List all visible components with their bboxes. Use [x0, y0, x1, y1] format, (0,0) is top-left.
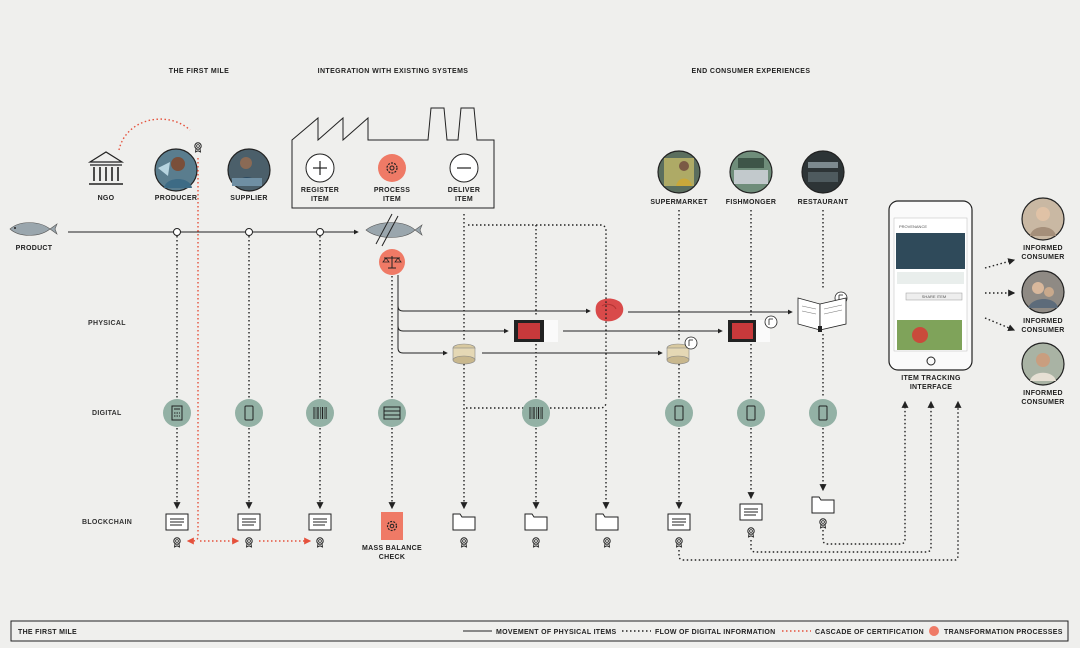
- register-plus-icon: [305, 153, 335, 183]
- restaurant-label: RESTAURANT: [798, 199, 849, 206]
- legend-transformation: TRANSFORMATION PROCESSES: [944, 629, 1063, 636]
- blockchain-folder-icon-deliver: [452, 513, 476, 531]
- blockchain-folder-icon-can: [595, 513, 619, 531]
- certificate-icon-fishmonger: [747, 527, 755, 538]
- consumer-avatar-1: [1021, 197, 1065, 241]
- legend-transformation-swatch: [929, 626, 939, 636]
- digital-dotted-lines: [173, 210, 1016, 561]
- producer-certificate-icon: [194, 142, 202, 153]
- certificate-icon-can: [603, 537, 611, 548]
- section-first-mile: THE FIRST MILE: [169, 68, 229, 75]
- legend-certification: CASCADE OF CERTIFICATION: [815, 629, 924, 636]
- node-register-dot: [316, 228, 324, 236]
- process-label-line1: PROCESS: [374, 187, 410, 194]
- certificate-icon-pack: [532, 537, 540, 548]
- tuna-can-icon-2: [666, 343, 690, 365]
- fish-product-icon: [9, 222, 58, 236]
- mass-balance-label-line2: CHECK: [379, 554, 405, 561]
- tuna-can-icon-1: [452, 343, 476, 365]
- blockchain-doc-icon-register: [308, 513, 332, 531]
- node-producer-dot: [173, 228, 181, 236]
- blockchain-doc-icon-supplier: [237, 513, 261, 531]
- deliver-minus-icon: [449, 153, 479, 183]
- fishmonger-avatar: [729, 150, 773, 194]
- ngo-building-icon: [87, 151, 125, 185]
- consumer-1-label-line2: CONSUMER: [1021, 254, 1064, 261]
- blockchain-folder-icon-restaurant: [811, 496, 835, 514]
- legend-physical: MOVEMENT OF PHYSICAL ITEMS: [496, 629, 616, 636]
- mass-balance-label-line1: MASS BALANCE: [362, 545, 422, 552]
- packaged-fish-icon-2: [728, 320, 770, 342]
- supplier-label: SUPPLIER: [230, 195, 267, 202]
- speech-bubble-icon-pack: [764, 315, 778, 329]
- scale-transformation-icon: [379, 249, 405, 275]
- legend-title: THE FIRST MILE: [18, 629, 77, 636]
- phone-device: [888, 200, 973, 371]
- blockchain-doc-icon-fishmonger: [739, 503, 763, 521]
- digital-node-calculator-icon: [163, 399, 191, 427]
- restaurant-avatar: [801, 150, 845, 194]
- certificate-icon-register: [316, 537, 324, 548]
- item-tracking-label-line1: ITEM TRACKING: [901, 375, 961, 382]
- consumer-3-label-line2: CONSUMER: [1021, 399, 1064, 406]
- consumer-2-label-line2: CONSUMER: [1021, 327, 1064, 334]
- blockchain-doc-icon-supermarket: [667, 513, 691, 531]
- menu-book-icon: [797, 297, 847, 332]
- register-label-line2: ITEM: [311, 196, 329, 203]
- cut-fish-icon: [365, 213, 423, 247]
- consumer-1-label-line1: INFORMED: [1023, 245, 1063, 252]
- section-end-consumer: END CONSUMER EXPERIENCES: [692, 68, 811, 75]
- phone-share-button[interactable]: SHARE ITEM: [922, 294, 946, 299]
- certificate-icon-supplier: [245, 537, 253, 548]
- consumer-3-label-line1: INFORMED: [1023, 390, 1063, 397]
- certificate-icon-deliver: [460, 537, 468, 548]
- row-label-digital: DIGITAL: [92, 410, 122, 417]
- register-label-line1: REGISTER: [301, 187, 339, 194]
- certificate-icon-producer: [173, 537, 181, 548]
- consumer-avatar-3: [1021, 342, 1065, 386]
- packaged-fish-icon-1: [514, 320, 558, 342]
- process-label-line2: ITEM: [383, 196, 401, 203]
- fishmonger-label: FISHMONGER: [726, 199, 776, 206]
- product-label: PRODUCT: [16, 245, 53, 252]
- speech-bubble-icon-can: [684, 336, 698, 350]
- digital-node-barcode-icon-deliver: [522, 399, 550, 427]
- digital-node-barcode-icon-register: [306, 399, 334, 427]
- factory-outline: [291, 107, 495, 209]
- certificate-icon-supermarket: [675, 537, 683, 548]
- legend: THE FIRST MILE MOVEMENT OF PHYSICAL ITEM…: [10, 620, 1069, 642]
- digital-node-phone-icon-fishmonger: [737, 399, 765, 427]
- supermarket-avatar: [657, 150, 701, 194]
- deliver-label-line2: ITEM: [455, 196, 473, 203]
- legend-digital: FLOW OF DIGITAL INFORMATION: [655, 629, 775, 636]
- row-label-blockchain: BLOCKCHAIN: [82, 519, 132, 526]
- blockchain-doc-icon-producer: [165, 513, 189, 531]
- producer-avatar: [154, 148, 198, 192]
- consumer-avatar-2: [1021, 270, 1065, 314]
- certification-cascade: [118, 118, 312, 545]
- supermarket-label: SUPERMARKET: [650, 199, 708, 206]
- digital-node-phone-icon-supermarket: [665, 399, 693, 427]
- process-gear-icon: [378, 154, 406, 182]
- deliver-label-line1: DELIVER: [448, 187, 480, 194]
- digital-node-card-icon-process: [378, 399, 406, 427]
- digital-node-phone-icon-restaurant: [809, 399, 837, 427]
- row-label-physical: PHYSICAL: [88, 320, 126, 327]
- tuna-steak-icon: [595, 298, 624, 322]
- blockchain-folder-icon-pack: [524, 513, 548, 531]
- producer-label: PRODUCER: [155, 195, 197, 202]
- node-supplier-dot: [245, 228, 253, 236]
- certificate-icon-restaurant: [819, 518, 827, 529]
- item-tracking-label-line2: INTERFACE: [910, 384, 952, 391]
- digital-node-phone-icon-supplier: [235, 399, 263, 427]
- mass-balance-gear-icon: [381, 512, 403, 540]
- physical-flows: [397, 275, 793, 356]
- phone-brand-text: PROVENANCE: [899, 224, 927, 229]
- consumer-2-label-line1: INFORMED: [1023, 318, 1063, 325]
- section-integration: INTEGRATION WITH EXISTING SYSTEMS: [318, 68, 469, 75]
- ngo-label: NGO: [98, 195, 115, 202]
- supplier-avatar: [227, 148, 271, 192]
